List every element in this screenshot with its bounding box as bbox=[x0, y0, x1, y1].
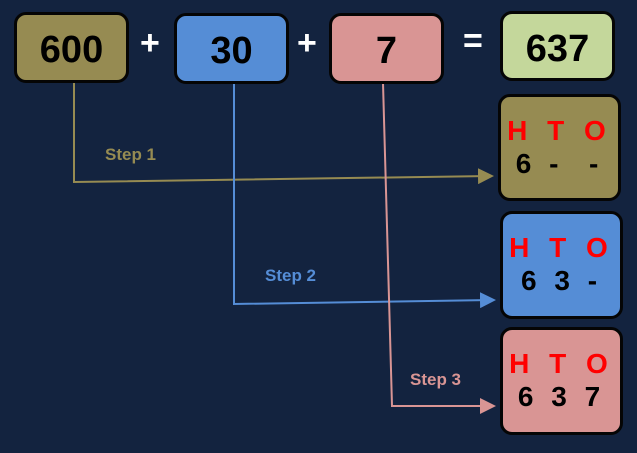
result-value: 637 bbox=[525, 27, 590, 70]
plus-sign: + bbox=[297, 24, 317, 62]
step1-place-value-box: H T O 6 - - bbox=[498, 94, 621, 201]
step2-label: Step 2 bbox=[265, 266, 317, 285]
hundreds-value: 600 bbox=[39, 29, 104, 71]
ones-box: 7 bbox=[329, 13, 444, 84]
hto-value: 6 3 - bbox=[520, 265, 603, 296]
hto-header: H T O bbox=[509, 348, 614, 379]
plus-sign: + bbox=[140, 24, 160, 62]
equals-sign: = bbox=[463, 22, 483, 60]
tens-box: 30 bbox=[174, 13, 289, 84]
step3-arrow bbox=[382, 82, 496, 414]
result-box: 637 bbox=[500, 11, 615, 81]
hto-value: 6 - - bbox=[515, 147, 604, 179]
step1-label: Step 1 bbox=[105, 145, 157, 164]
tens-value: 30 bbox=[210, 30, 253, 72]
hundreds-box: 600 bbox=[14, 12, 129, 83]
hto-header: H T O bbox=[507, 114, 612, 146]
step2-place-value-box: H T O 6 3 - bbox=[500, 211, 623, 319]
hto-header: H T O bbox=[509, 232, 614, 263]
step3-label: Step 3 bbox=[410, 370, 462, 389]
ones-value: 7 bbox=[375, 30, 398, 72]
step1-arrow bbox=[73, 83, 494, 185]
step2-arrow bbox=[233, 83, 496, 309]
step3-place-value-box: H T O 6 3 7 bbox=[500, 327, 623, 435]
hto-value: 6 3 7 bbox=[517, 381, 606, 412]
